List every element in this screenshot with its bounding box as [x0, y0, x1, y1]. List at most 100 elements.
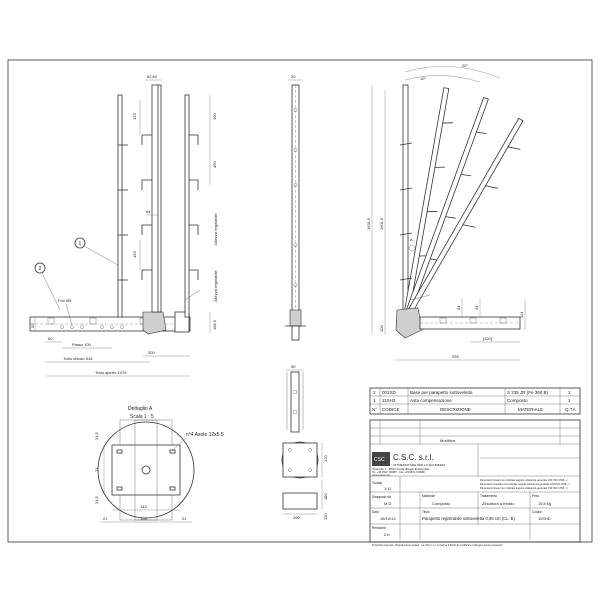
dim-200b: 200 — [293, 515, 300, 520]
svg-text:Revisione: Revisione — [372, 526, 386, 530]
dim-1631: 1631,5 — [366, 217, 371, 230]
svg-text:www.cscsrl.com: www.cscsrl.com — [372, 473, 390, 477]
angled-view: 10° 20° 1631,5 1601,5 — [366, 63, 526, 361]
weight-value: 15,5 kg — [538, 501, 551, 506]
angled-post-0 — [402, 84, 409, 321]
svg-text:DESCRIZIONE: DESCRIZIONE — [440, 407, 471, 412]
svg-text:Disegnato da: Disegnato da — [372, 495, 391, 499]
svg-text:Data: Data — [372, 510, 379, 514]
clamp-block — [142, 311, 167, 335]
svg-text:11SH2: 11SH2 — [382, 398, 396, 403]
svg-text:N°: N° — [372, 407, 377, 412]
post-right — [184, 94, 190, 318]
label-altezza-2: Altezza regolabile — [213, 270, 218, 302]
label-chiuso: Tutto chiuso 516 — [63, 356, 93, 361]
svg-text:Via Emilia, 1 - 40011 Anzola (: Via Emilia, 1 - 40011 Anzola (Reggio Emi… — [372, 467, 429, 471]
svg-text:1:11: 1:11 — [384, 486, 392, 491]
svg-text:Peso: Peso — [532, 494, 539, 498]
dim-detail-71: 71 — [94, 467, 99, 472]
svg-text:Dimensioni angolari non indica: Dimensioni angolari non indicate seguire… — [480, 482, 571, 486]
callout-1 — [74, 237, 86, 249]
company-logo — [372, 452, 390, 466]
svg-text:ATTREZZATURE PER LA SICUREZZA: ATTREZZATURE PER LA SICUREZZA — [393, 463, 445, 467]
svg-text:M.D.: M.D. — [384, 501, 392, 506]
dim-detail-24b: 24,5 — [94, 495, 99, 504]
label-fori: Fori Ø9 — [58, 298, 72, 303]
dim-420: [420] — [483, 336, 492, 341]
lower-side-view: 30 120 180 120 200 — [281, 364, 328, 520]
svg-text:Materiale: Materiale — [422, 494, 435, 498]
dim-30b: 30 — [291, 364, 296, 369]
dim-50: 50 — [30, 323, 35, 328]
dim-64: 64 — [146, 209, 151, 214]
svg-text:Asta compensazione: Asta compensazione — [410, 398, 452, 403]
drawing-title: Parapetto registrabile sottoveletta 0,65… — [422, 516, 515, 521]
svg-text:1: 1 — [79, 241, 82, 247]
dim-54a: 54 — [456, 305, 461, 310]
svg-text:Codice: Codice — [532, 510, 542, 514]
svg-text:A: A — [410, 237, 413, 242]
svg-text:S 235 JR (Fe 360 B): S 235 JR (Fe 360 B) — [507, 390, 549, 395]
label-aperto: Tutto aperto 1076 — [95, 370, 127, 375]
dim-120b: 120 — [323, 513, 328, 520]
label-passo: Passo 100 — [72, 342, 92, 347]
post-left — [117, 94, 123, 318]
dim-153b: 153 — [132, 251, 137, 258]
svg-text:Scala: Scala — [372, 480, 383, 485]
dim-180: 180 — [323, 493, 328, 500]
dim-detail-154: 154 — [140, 516, 147, 521]
material-value: Composto — [432, 501, 451, 506]
dim-450: 450 — [212, 161, 217, 168]
svg-text:0.b: 0.b — [384, 532, 390, 537]
dim-100: 100 — [379, 325, 384, 332]
svg-text:Titolo: Titolo — [422, 510, 430, 514]
svg-text:Proprietà riservata - Riproduz: Proprietà riservata - Riproduzione vieta… — [372, 543, 503, 547]
bom-table: 2 001SD Base per parapetto sottoveletta … — [369, 387, 581, 415]
dim-190: 190 — [212, 113, 217, 120]
svg-text:Dimensioni lineari non indicat: Dimensioni lineari non indicate seguire … — [480, 486, 568, 490]
label-altezza-1: Altezza regolabile — [213, 213, 218, 245]
svg-text:1: 1 — [373, 398, 376, 403]
sheet-border — [7, 59, 593, 543]
svg-text:Trattamento: Trattamento — [480, 494, 497, 498]
angle-10: 10° — [420, 76, 426, 81]
svg-text:16/10/13: 16/10/13 — [380, 516, 396, 521]
title-block: Modifica CSC C.S.C. s.r.l. ATTREZZATURE … — [369, 419, 581, 547]
dim-114: 114 — [519, 311, 524, 318]
svg-text:1: 1 — [568, 398, 571, 403]
angled-post-20 — [402, 96, 489, 321]
svg-text:Modifica: Modifica — [440, 438, 456, 443]
dim-153: 153 — [132, 113, 137, 120]
svg-text:1: 1 — [568, 390, 571, 395]
dim-30a: 30 — [291, 74, 296, 79]
dim-detail-21a: 21 — [103, 516, 108, 521]
label-asole: n°4 Asole 12x5.5 — [186, 432, 224, 438]
dim-200: 200 — [148, 350, 155, 355]
front-view: 62,60 153 153 64 190 450 Altezza regolab… — [29, 74, 218, 377]
dim-detail-21b: 21 — [182, 516, 187, 521]
svg-text:Dimensioni lineari non indicat: Dimensioni lineari non indicate seguire … — [480, 478, 568, 482]
detail-title: Dettaglio A — [128, 406, 153, 412]
svg-text:MATERIALE: MATERIALE — [518, 407, 543, 412]
detail-scale: Scala 1 : 5 — [130, 414, 154, 420]
treatment-value: Zincatura a freddo — [482, 501, 515, 506]
dim-120a: 120 — [323, 455, 328, 462]
dim-168: 168,5 — [212, 319, 217, 330]
svg-text:Base per parapetto sottovelett: Base per parapetto sottoveletta — [410, 390, 473, 395]
company-name: C.S.C. s.r.l. — [393, 453, 433, 462]
svg-text:CODICE: CODICE — [382, 407, 400, 412]
dim-935: 935 — [452, 354, 459, 359]
dim-60: 60 — [48, 336, 53, 341]
svg-text:2: 2 — [39, 266, 42, 272]
svg-text:Tel. +39 0522 700987 · Fax +39: Tel. +39 0522 700987 · Fax +39 0522 7009… — [372, 470, 425, 474]
dim-detail-24a: 24,5 — [94, 431, 99, 440]
svg-text:CSC: CSC — [374, 457, 385, 463]
side-view: 30 — [285, 74, 306, 341]
dim-top-width: 62,60 — [147, 74, 158, 79]
svg-text:001SD: 001SD — [382, 390, 397, 395]
svg-text:2: 2 — [373, 390, 376, 395]
drawing-code: 11SHD — [538, 516, 551, 521]
angle-20: 20° — [462, 63, 468, 68]
